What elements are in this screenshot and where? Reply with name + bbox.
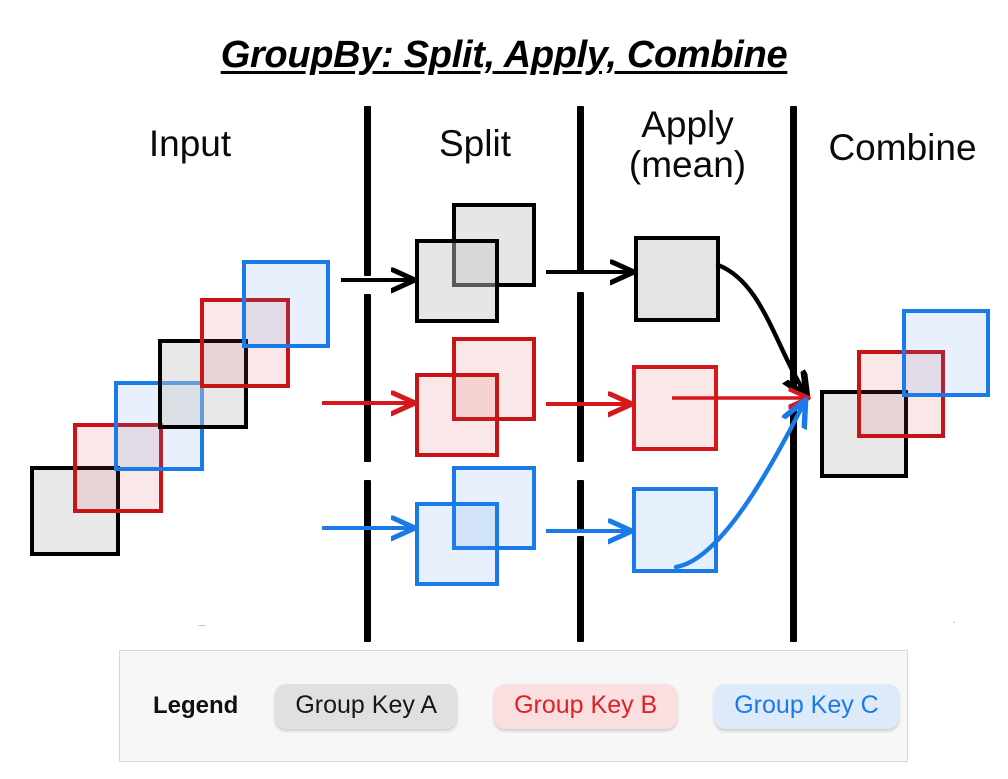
legend-chip-group-key-c[interactable]: Group Key C — [714, 683, 899, 729]
apply-square-b — [632, 365, 718, 451]
input-square-6 — [242, 260, 330, 348]
legend-chip-group-key-b[interactable]: Group Key B — [494, 683, 678, 729]
page-title: GroupBy: Split, Apply, Combine — [220, 34, 788, 76]
legend-label: Legend — [153, 692, 239, 719]
stage-header-combine: Combine — [828, 127, 977, 168]
stage-header-split: Split — [439, 123, 511, 164]
combine-square-c — [902, 309, 990, 397]
split-square-c-1 — [452, 466, 536, 550]
apply-square-a — [634, 236, 720, 322]
scan-artifact-right: · — [952, 614, 957, 629]
stage-header-input: Input — [148, 123, 232, 164]
split-square-b-1 — [452, 337, 536, 421]
legend-chip-group-key-a[interactable]: Group Key A — [275, 683, 458, 729]
apply-square-c — [632, 487, 718, 573]
scan-artifact-left: − — [198, 618, 206, 633]
split-square-c-2 — [415, 502, 499, 586]
legend: Legend Group Key A Group Key B Group Key… — [119, 650, 908, 762]
stage-header-apply: Apply (mean) — [628, 104, 747, 185]
split-square-a-2 — [415, 239, 499, 323]
split-square-a-1 — [452, 203, 536, 287]
split-square-b-2 — [415, 373, 499, 457]
